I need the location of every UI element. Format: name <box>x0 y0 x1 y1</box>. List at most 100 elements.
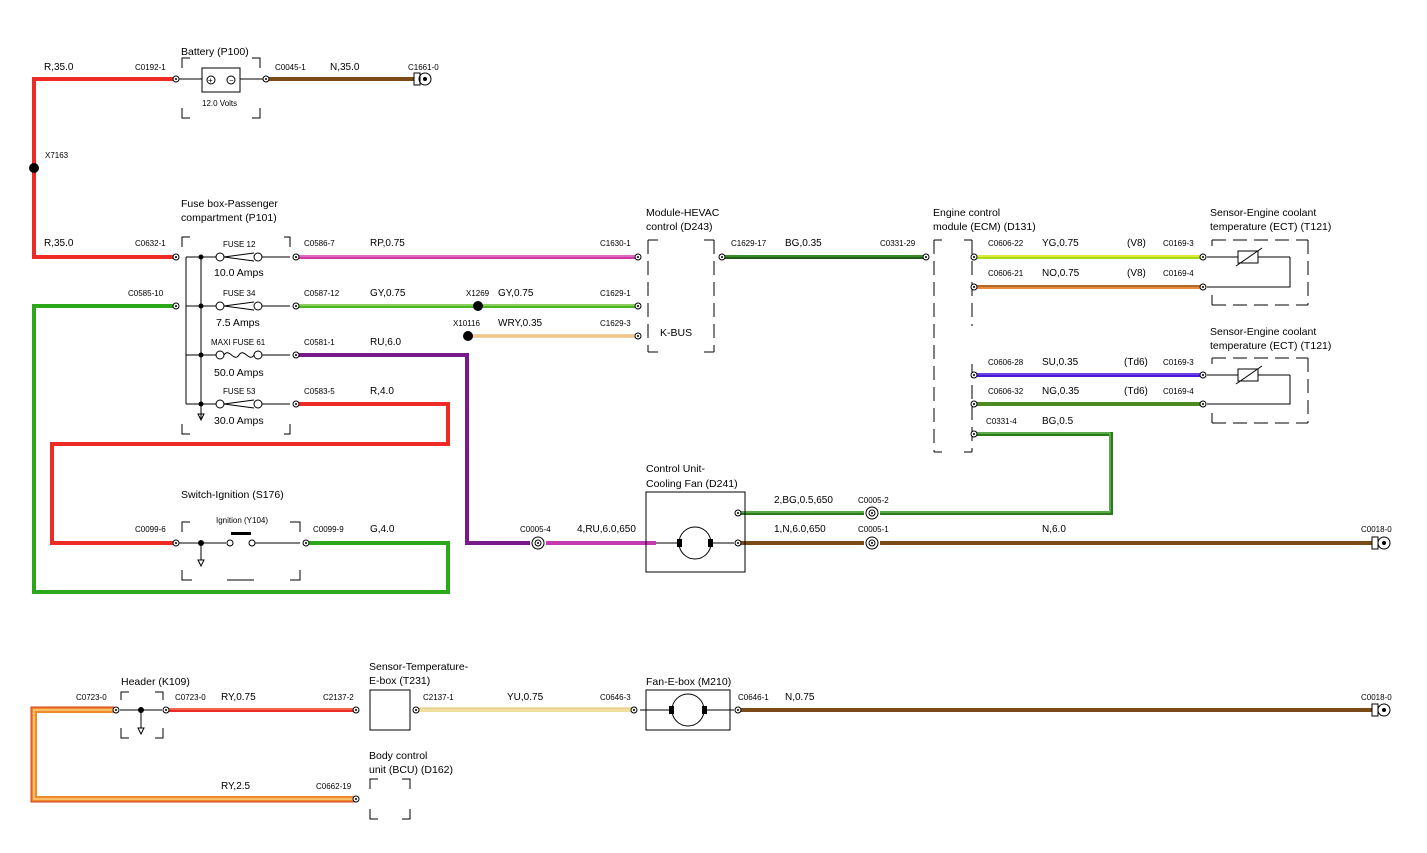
conn-label: C0005-1 <box>858 525 889 534</box>
inline-connector <box>531 536 545 550</box>
wire-label: 4,RU,6.0,650 <box>577 524 636 535</box>
connector-pin-dot <box>637 305 639 307</box>
wire-label: WRY,0.35 <box>498 318 543 329</box>
wire-label: R,35.0 <box>44 62 74 73</box>
fusebox-label-1: Fuse box-Passenger <box>181 198 278 210</box>
fuse12-rating: 10.0 Amps <box>214 267 264 279</box>
conn-label: C0606-21 <box>988 269 1024 278</box>
connector-pin-dot <box>925 256 927 258</box>
connector-pin-dot <box>1202 256 1204 258</box>
wire-g4 <box>32 304 450 594</box>
connector-pin-dot <box>973 256 975 258</box>
connector-pin-dot <box>295 354 297 356</box>
kbus-label: K-BUS <box>660 327 692 339</box>
conn-label: C0018-0 <box>1361 525 1392 534</box>
conn-label: C0169-3 <box>1163 239 1194 248</box>
conn-label: C0646-1 <box>738 693 769 702</box>
wire-label: RY,2.5 <box>221 781 251 792</box>
connector-pin-dot <box>295 403 297 405</box>
conn-label: C0192-1 <box>135 63 166 72</box>
conn-label: C0587-12 <box>304 289 340 298</box>
bcu-label-2: unit (BCU) (D162) <box>369 764 453 776</box>
fuse12-name: FUSE 12 <box>223 240 256 249</box>
wire-label: G,4.0 <box>370 524 395 535</box>
conn-label: C2137-1 <box>423 693 454 702</box>
fan-label-1: Control Unit- <box>646 463 705 475</box>
connector-pin-dot <box>633 709 635 711</box>
connector-pin-dot <box>115 709 117 711</box>
connector-pin-dot <box>265 78 267 80</box>
connector-pin-dot <box>355 709 357 711</box>
wire-label: NG,0.35 <box>1042 386 1080 397</box>
conn-label: C0005-4 <box>520 525 551 534</box>
conn-label: C0586-7 <box>304 239 335 248</box>
connector-pin-dot <box>737 512 739 514</box>
connector-pin-dot <box>165 709 167 711</box>
connector-pin-dot <box>175 305 177 307</box>
hevac-component <box>647 239 715 353</box>
wire-label: SU,0.35 <box>1042 357 1079 368</box>
wire-label: 2,BG,0.5,650 <box>774 495 833 506</box>
fuse34-rating: 7.5 Amps <box>216 317 260 329</box>
ect1-label-1: Sensor-Engine coolant <box>1210 207 1316 219</box>
connector-pin-dot <box>305 542 307 544</box>
wire-label: BG,0.35 <box>785 238 822 249</box>
fuse34-name: FUSE 34 <box>223 289 256 298</box>
fan-label-2: Cooling Fan (D241) <box>646 478 738 490</box>
conn-label: C0099-9 <box>313 525 344 534</box>
ect-sensor-2 <box>1207 357 1309 424</box>
wire-label: R,4.0 <box>370 386 394 397</box>
connector-pin-dot <box>737 709 739 711</box>
ect1-label-2: temperature (ECT) (T121) <box>1210 221 1331 233</box>
battery-volts: 12.0 Volts <box>202 99 237 108</box>
variant-label: (Td6) <box>1124 357 1148 368</box>
connector-pin-dot <box>737 542 739 544</box>
conn-label: C0005-2 <box>858 496 889 505</box>
svg-text:+: + <box>208 76 213 85</box>
conn-label: C0331-29 <box>880 239 916 248</box>
conn-label: C1630-1 <box>600 239 631 248</box>
wire-label: YU,0.75 <box>507 692 544 703</box>
temp-sensor-ebox <box>369 689 411 731</box>
svg-text:−: − <box>229 76 234 85</box>
connector-pin-dot <box>295 305 297 307</box>
wire-label: 1,N,6.0,650 <box>774 524 826 535</box>
connector-pin-dot <box>1202 403 1204 405</box>
splice-label: X7163 <box>45 151 69 160</box>
ecm-component <box>933 239 973 453</box>
hevac-label-2: control (D243) <box>646 221 713 233</box>
battery-label: Battery (P100) <box>181 46 249 58</box>
connector-pin-dot <box>1202 286 1204 288</box>
ignition-sub-label: Ignition (Y104) <box>216 516 268 525</box>
conn-label: C0169-4 <box>1163 269 1194 278</box>
inline-connector <box>865 536 879 550</box>
ect-sensor-1 <box>1207 239 1309 306</box>
connector-pin-dot <box>175 78 177 80</box>
connector-pin-dot <box>973 374 975 376</box>
conn-label: C1629-17 <box>731 239 767 248</box>
connector-pin-dot <box>871 542 873 544</box>
splice-label: X10116 <box>453 319 481 328</box>
wire-r35-main <box>32 77 176 259</box>
wire-label: GY,0.75 <box>370 288 406 299</box>
ecm-label-1: Engine control <box>933 207 1000 219</box>
conn-label: C0585-10 <box>128 289 164 298</box>
conn-label: C1629-1 <box>600 289 631 298</box>
conn-label: C0723-0 <box>175 693 206 702</box>
variant-label: (V8) <box>1127 238 1146 249</box>
wire-label: N,6.0 <box>1042 524 1066 535</box>
conn-label: C0662-19 <box>316 782 352 791</box>
connector-pin-dot <box>355 798 357 800</box>
conn-label: C0606-32 <box>988 387 1024 396</box>
wire-label: N,35.0 <box>330 62 360 73</box>
tempsensor-label-1: Sensor-Temperature- <box>369 661 469 673</box>
ground-c1661 <box>413 72 432 86</box>
connector-pin-dot <box>973 433 975 435</box>
connector-pin-dot <box>721 256 723 258</box>
battery-component: + − <box>176 57 266 119</box>
connector-pin-dot <box>973 286 975 288</box>
splice-label: X1269 <box>466 289 490 298</box>
fusebox-component <box>181 236 291 435</box>
inline-connector <box>865 506 879 520</box>
